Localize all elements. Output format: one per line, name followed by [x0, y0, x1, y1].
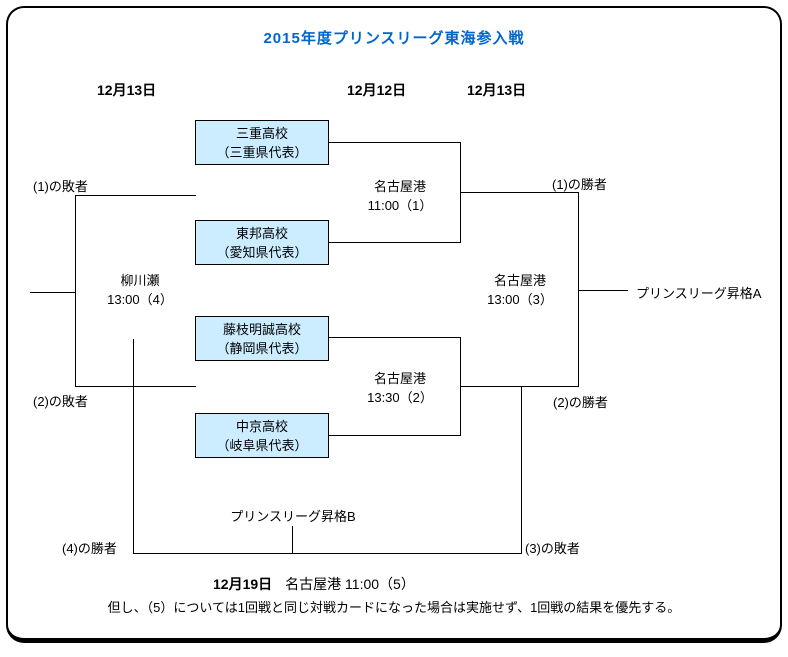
match-2-label: 名古屋港 13:30（2） [340, 369, 460, 407]
line-left-top [75, 195, 196, 196]
line-final-vertical [578, 192, 579, 387]
match-3-label: 名古屋港 13:00（3） [460, 271, 580, 309]
line-match1-top [329, 142, 460, 143]
line-left-bottom [75, 386, 196, 387]
match-1-label: 名古屋港 11:00（1） [340, 177, 460, 215]
team-rep: （岐阜県代表） [216, 438, 308, 453]
line-left-vertical [75, 195, 76, 387]
team-box-chukyo: 中京高校 （岐阜県代表） [195, 413, 329, 458]
match-1-time: 11:00（1） [367, 198, 433, 213]
team-box-mie: 三重高校 （三重県代表） [195, 120, 329, 165]
label-loser-1: (1)の敗者 [33, 179, 88, 194]
line-promotion-b-stub [292, 526, 293, 553]
line-left-output [30, 292, 75, 293]
team-name: 藤枝明誠高校 [222, 322, 301, 337]
match-4-venue: 柳川瀬 [120, 273, 160, 288]
line-match2-top [329, 337, 460, 338]
footnote: 但し、（5）については1回戦と同じ対戦カードになった場合は実施せず、1回戦の結果… [107, 600, 681, 615]
outer-frame [6, 6, 782, 643]
match-4-time: 13:00（4） [107, 292, 173, 307]
line-match1-bottom [329, 242, 460, 243]
date-header-middle: 12月12日 [347, 82, 407, 98]
team-rep: （三重県代表） [216, 145, 308, 160]
match-4-label: 柳川瀬 13:00（4） [80, 271, 200, 309]
label-loser-2: (2)の敗者 [33, 394, 88, 409]
team-name: 三重高校 [235, 126, 288, 141]
date-header-right: 12月13日 [467, 82, 527, 98]
line-match3-loser-drop [521, 386, 522, 554]
match-1-venue: 名古屋港 [373, 179, 426, 194]
label-winner-4: (4)の勝者 [62, 541, 117, 556]
match-3-venue: 名古屋港 [493, 273, 546, 288]
line-final-output [578, 290, 628, 291]
match-3-time: 13:00（3） [487, 292, 553, 307]
team-name: 中京高校 [235, 419, 288, 434]
page-title: 2015年度プリンスリーグ東海参入戦 [263, 30, 525, 47]
team-box-toho: 東邦高校 （愛知県代表） [195, 220, 329, 265]
label-loser-3: (3)の敗者 [525, 541, 580, 556]
match-5-venue-time: 名古屋港 11:00（5） [285, 576, 415, 592]
team-rep: （静岡県代表） [216, 341, 308, 356]
line-match2-winner [460, 386, 578, 387]
team-box-fujieda-meisei: 藤枝明誠高校 （静岡県代表） [195, 316, 329, 361]
line-match1-winner [460, 192, 578, 193]
label-promotion-b: プリンスリーグ昇格B [230, 509, 356, 524]
team-name: 東邦高校 [235, 226, 288, 241]
match-5-line: 12月19日名古屋港 11:00（5） [213, 574, 415, 594]
team-rep: （愛知県代表） [216, 245, 308, 260]
label-winner-2: (2)の勝者 [553, 395, 608, 410]
match-2-time: 13:30（2） [367, 390, 433, 405]
date-header-left: 12月13日 [97, 82, 157, 98]
label-promotion-a: プリンスリーグ昇格A [636, 286, 762, 301]
line-match2-bottom [329, 435, 460, 436]
label-winner-1: (1)の勝者 [552, 177, 607, 192]
match-2-venue: 名古屋港 [373, 371, 426, 386]
line-bottom-horizontal [133, 553, 522, 554]
match-5-date: 12月19日 [213, 576, 273, 592]
line-match4-winner-drop [133, 339, 134, 554]
